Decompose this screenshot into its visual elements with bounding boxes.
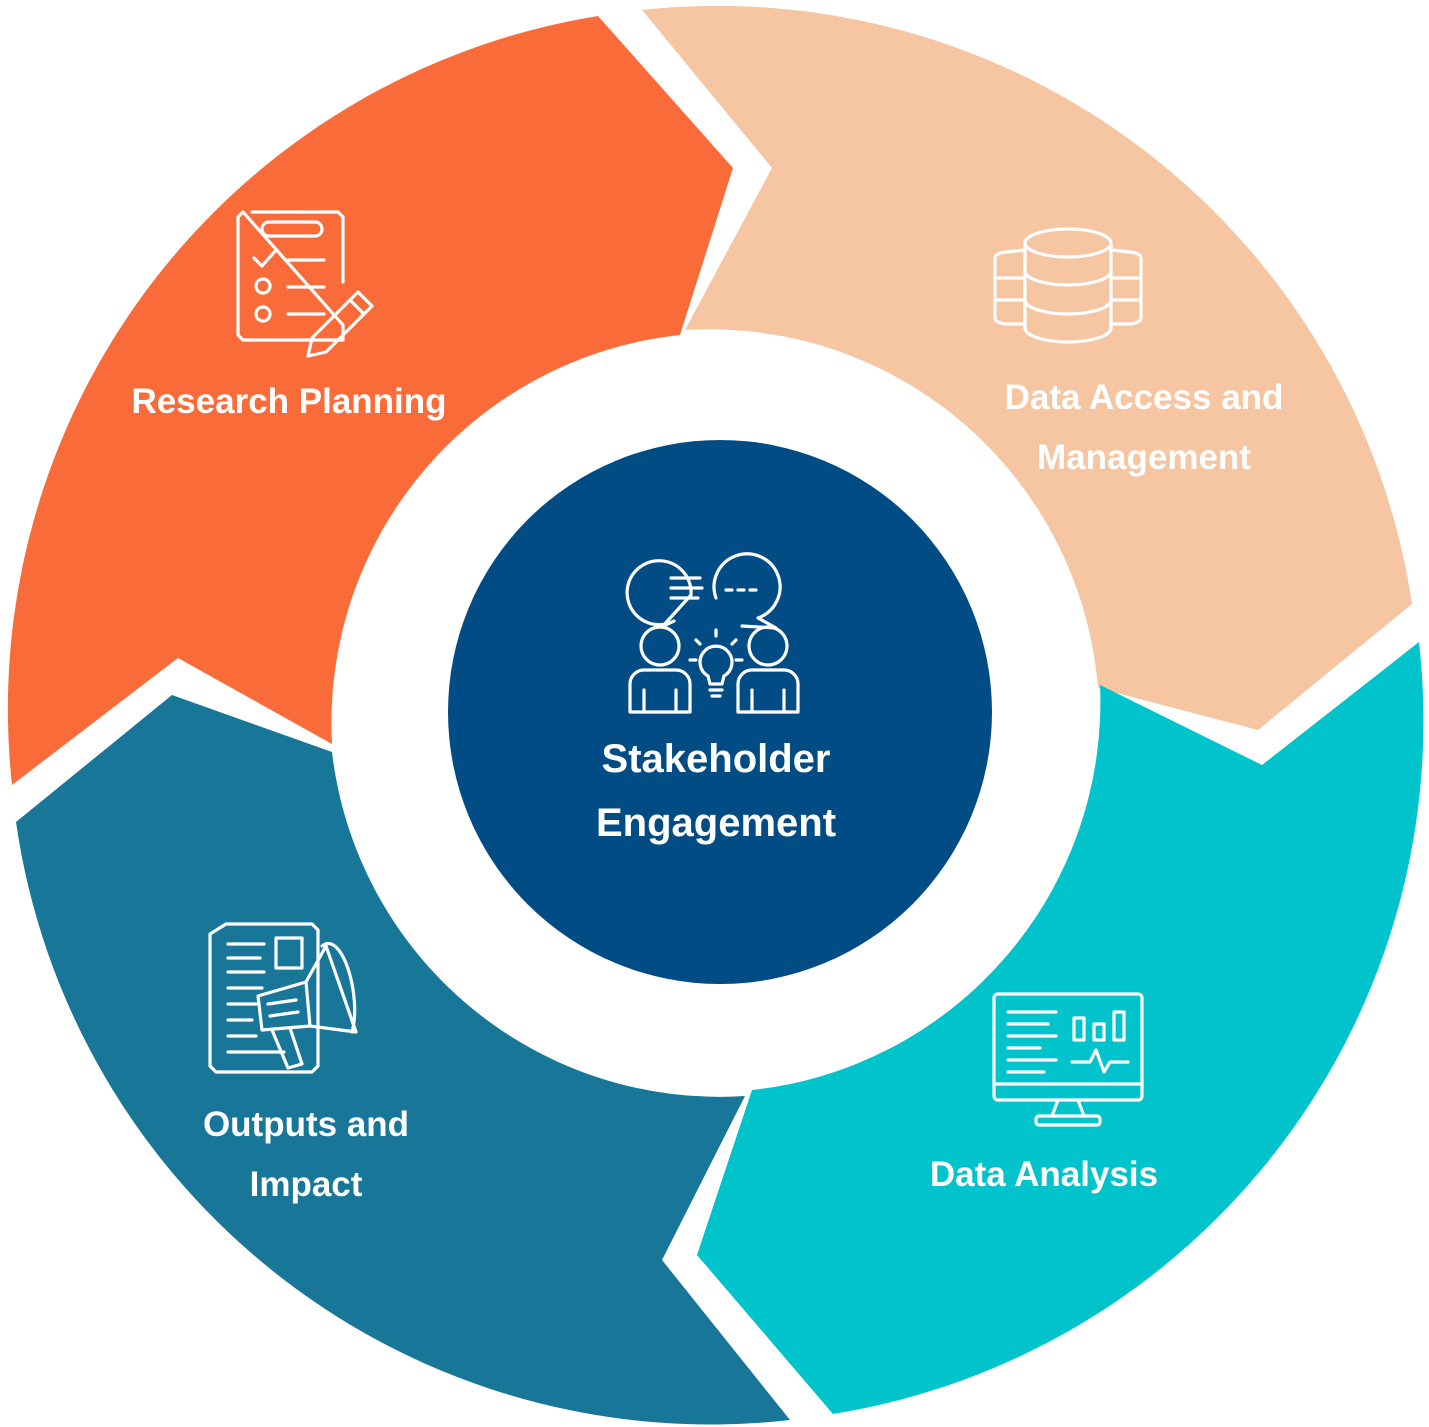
label-center-line1: Stakeholder	[602, 737, 831, 781]
segment-outputs-impact	[16, 695, 790, 1425]
segment-data-analysis	[697, 642, 1424, 1414]
megaphone-document-icon	[208, 922, 358, 1074]
clipboard-checklist-icon	[236, 210, 374, 358]
database-icon	[993, 227, 1143, 344]
label-research-planning: Research Planning	[131, 382, 446, 421]
label-data-access-line1: Data Access and	[1005, 378, 1284, 417]
label-data-access-line2: Management	[1037, 438, 1251, 477]
label-outputs-impact-line1: Outputs and	[203, 1105, 409, 1144]
segment-research-planning	[7, 16, 733, 785]
label-outputs-impact-line2: Impact	[250, 1165, 363, 1204]
center-circle	[448, 440, 992, 984]
label-center-line2: Engagement	[596, 801, 836, 845]
label-data-analysis: Data Analysis	[930, 1155, 1158, 1194]
team-idea-icon	[625, 552, 800, 714]
segment-data-access	[642, 5, 1412, 730]
monitor-chart-icon	[992, 992, 1144, 1127]
